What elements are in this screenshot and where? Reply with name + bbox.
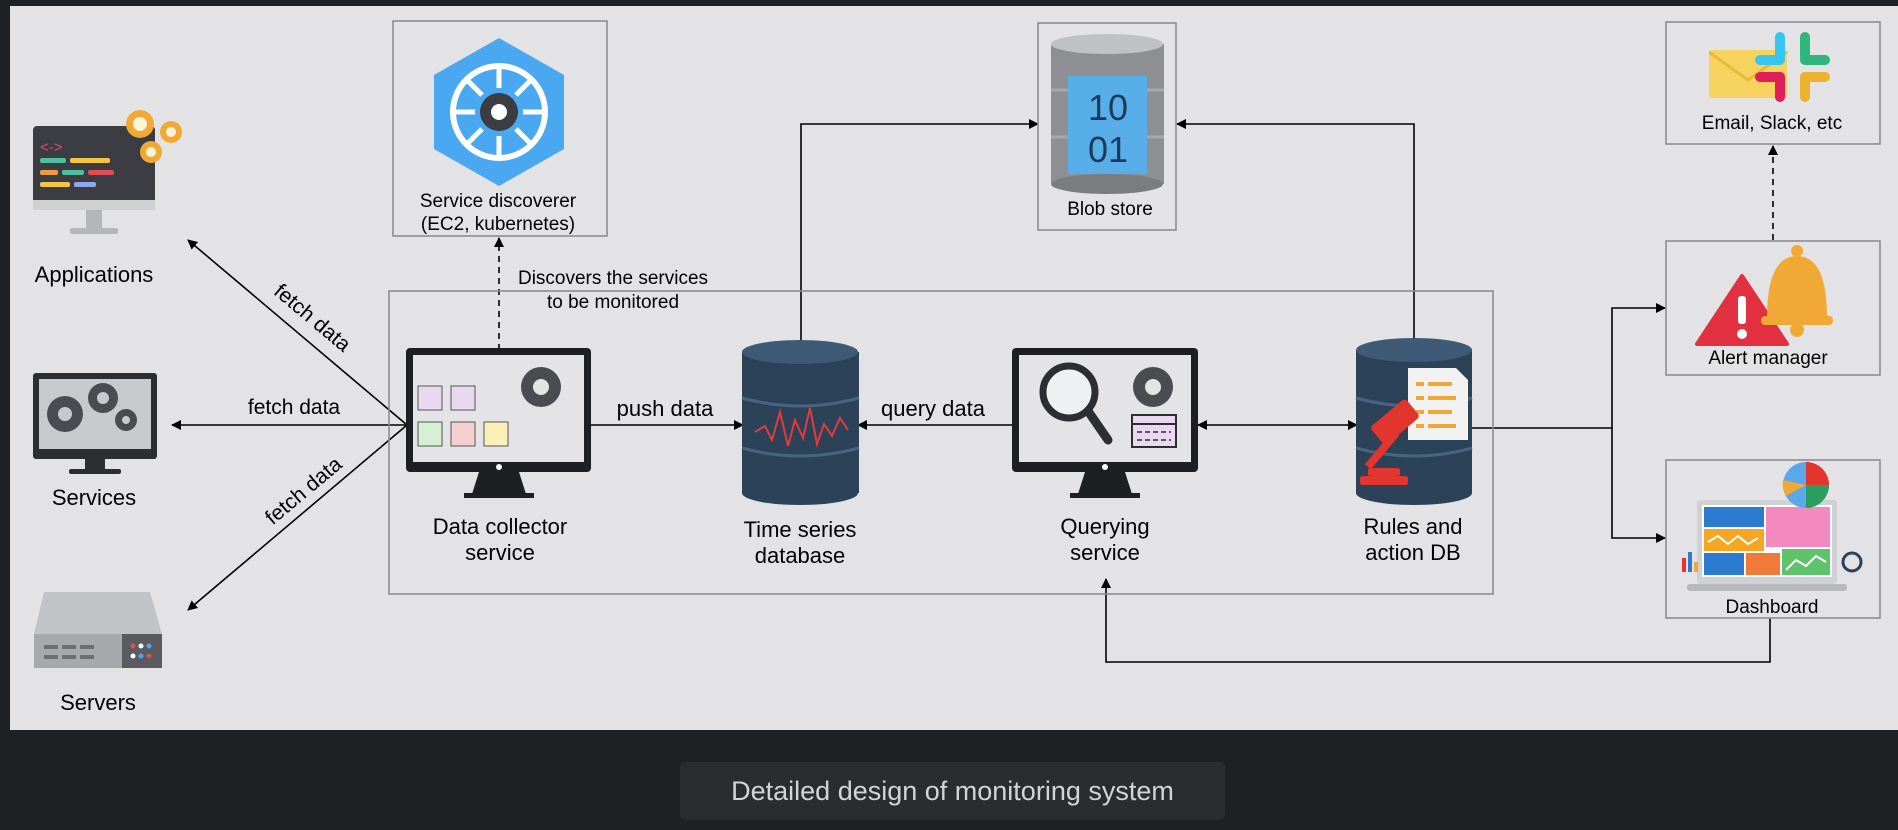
- push-data-label: push data: [617, 396, 714, 421]
- email-slack-box: [1665, 21, 1881, 145]
- servers-node: Servers: [34, 592, 162, 715]
- discovers-label-line1: Discovers the services: [518, 268, 708, 289]
- time-series-db-label-line1: Time series: [744, 517, 857, 542]
- querying-service-node: Querying service: [1012, 348, 1198, 565]
- gauge-icon: [1841, 551, 1863, 573]
- services-node: Services: [33, 373, 157, 510]
- service-discoverer-node: Service discoverer (EC2, kubernetes): [392, 20, 608, 237]
- blob-store-box: [1037, 22, 1177, 231]
- applications-gears-icon: [126, 110, 182, 163]
- gavel-icon: [1360, 399, 1419, 485]
- data-collector-label-line2: service: [465, 540, 535, 565]
- edge-rules-to-alert: [1471, 303, 1666, 429]
- servers-label: Servers: [60, 690, 136, 715]
- magnifier-icon: [1039, 362, 1099, 422]
- services-label: Services: [52, 485, 136, 510]
- blob-digits-top: 10: [1088, 87, 1128, 128]
- rules-db-label-line2: action DB: [1365, 540, 1460, 565]
- service-discoverer-box: [392, 20, 608, 237]
- alert-manager-box: [1665, 240, 1881, 376]
- blob-store-node: 10 01 Blob store: [1037, 22, 1177, 231]
- discovers-label-line2: to be monitored: [547, 292, 679, 313]
- applications-monitor-icon: <->: [33, 126, 155, 234]
- data-collector-node: Data collector service: [406, 348, 591, 565]
- pie-chart-icon: [1782, 462, 1829, 508]
- applications-label: Applications: [35, 262, 154, 287]
- warning-icon: [1695, 274, 1789, 346]
- rules-db-node: Rules and action DB: [1355, 338, 1473, 565]
- alert-manager-node: Alert manager: [1665, 240, 1881, 376]
- data-collector-label-line1: Data collector: [433, 514, 568, 539]
- slack-icon: [1755, 32, 1830, 102]
- email-slack-label: Email, Slack, etc: [1702, 113, 1842, 134]
- edge-rules-to-dashboard: [1611, 428, 1666, 543]
- querying-monitor-icon: [1012, 348, 1198, 498]
- services-monitor-icon: [33, 373, 157, 474]
- querying-service-label-line2: service: [1070, 540, 1140, 565]
- database-icon: [741, 340, 860, 505]
- time-series-db-label-line2: database: [755, 543, 846, 568]
- email-slack-node: Email, Slack, etc: [1665, 21, 1881, 145]
- edge-collector-to-servers: [187, 424, 408, 611]
- time-series-db-node: Time series database: [741, 340, 860, 568]
- edge-collector-to-applications: [187, 239, 408, 426]
- kubernetes-icon: [434, 38, 564, 186]
- applications-node: <-> Applications: [33, 110, 182, 287]
- diagram-canvas: [10, 6, 1898, 730]
- diagram-caption: Detailed design of monitoring system: [680, 762, 1225, 820]
- querying-service-label-line1: Querying: [1060, 514, 1149, 539]
- dashboard-laptop-icon: [1687, 500, 1847, 591]
- edge-tsdb-to-blob: [800, 119, 1039, 340]
- core-system-boundary: [388, 290, 1494, 595]
- dashboard-label: Dashboard: [1726, 597, 1819, 618]
- table-icon: [1131, 414, 1177, 448]
- blob-storage-icon: 10 01: [1051, 34, 1164, 194]
- edge-dashboard-to-querying: [1101, 578, 1771, 663]
- fetch-data-label-middle: fetch data: [248, 396, 341, 419]
- blob-digits-bottom: 01: [1088, 129, 1128, 170]
- document-icon: [1408, 368, 1468, 440]
- blob-store-label: Blob store: [1067, 199, 1153, 220]
- service-discoverer-label-line1: Service discoverer: [420, 191, 577, 212]
- query-data-label: query data: [881, 396, 986, 421]
- dashboard-box: [1665, 459, 1881, 619]
- server-icon: [34, 592, 162, 668]
- edge-rules-to-blob: [1176, 119, 1415, 340]
- alert-manager-label: Alert manager: [1708, 348, 1828, 369]
- data-collector-monitor-icon: [406, 348, 591, 498]
- svg-text:<->: <->: [40, 139, 63, 156]
- bell-icon: [1761, 245, 1833, 337]
- rules-db-label-line1: Rules and: [1363, 514, 1462, 539]
- waveform-icon: [754, 407, 849, 448]
- dashboard-node: Dashboard: [1665, 459, 1881, 619]
- bar-chart-icon: [1682, 552, 1698, 572]
- service-discoverer-label-line2: (EC2, kubernetes): [421, 214, 575, 235]
- edges: [171, 119, 1778, 663]
